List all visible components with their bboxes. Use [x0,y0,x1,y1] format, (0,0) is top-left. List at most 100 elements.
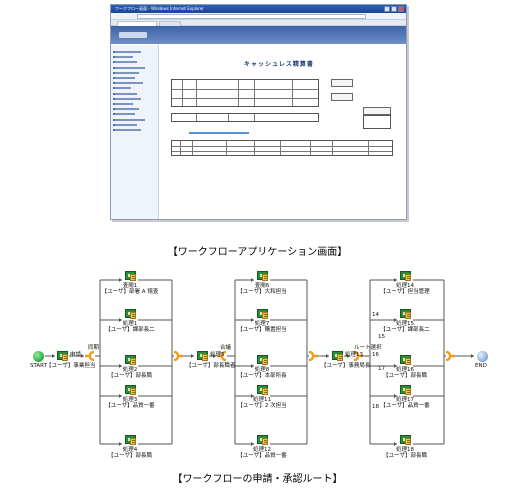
sidebar-item[interactable] [115,82,143,85]
sidebar-bullet [113,129,115,131]
block2-split-icon [217,350,227,362]
arrow-head [119,278,122,282]
sidebar-item[interactable] [115,87,131,90]
arrow-head [251,318,254,322]
form-title: キャッシュレス精算書 [244,61,314,68]
block2-node-mid2-role: 【ユーザ】本部所長 [237,373,287,379]
block2-node-mid3-title: 処理11 [253,397,271,403]
sidebar-item[interactable] [115,118,145,121]
block3-node-top-role: 【ユーザ】担当管理 [380,289,430,295]
document-icon [130,388,136,395]
document-icon [130,438,136,445]
sidebar-item[interactable] [115,61,137,64]
block1-node-mid2-role: 【ユーザ】部長職 [108,373,152,379]
sidebar-item[interactable] [115,129,141,131]
block1-node-mid1-icon[interactable] [125,309,136,320]
block3-node-mid3-role: 【ユーザ】品質一番 [380,403,430,409]
sidebar-bullet [113,92,115,95]
sidebar-item[interactable] [115,103,133,105]
end-icon[interactable] [477,351,488,362]
block3-node-top-icon[interactable] [400,271,411,282]
edge-number-15: 15 [378,334,385,340]
document-icon [405,274,411,281]
block1-node-after-title: 処理5 [210,352,225,358]
app-logo [119,32,147,38]
block3-node-mid2-role: 【ユーザ】部長職 [383,373,427,379]
caption-top: 【ワークフローアプリケーション画面】 [167,247,348,258]
document-icon [405,312,411,319]
block1-node-mid1-title: 処理1 [122,321,138,327]
arrow-head [119,318,122,322]
document-icon [405,358,411,365]
document-icon [262,358,268,365]
block1-node-mid3-icon[interactable] [125,385,136,396]
sidebar-bullet [113,61,115,64]
sidebar-bullet [113,97,115,100]
window-controls [384,6,404,12]
document-icon [262,274,268,281]
browser-tabs [111,20,406,26]
sidebar-item[interactable] [115,66,145,69]
block1-join-label: 同期 [88,345,100,351]
block1-node-top-icon[interactable] [125,271,136,282]
block3-node-mid2-icon[interactable] [400,355,411,366]
close-icon [398,6,404,12]
form-button-1[interactable] [331,79,353,87]
block2-node-bottom-icon[interactable] [257,435,268,446]
sidebar-item[interactable] [115,56,133,59]
block1-merge-icon [173,350,183,362]
block3-node-mid1-icon[interactable] [400,309,411,320]
form-button-3[interactable] [363,107,391,115]
arrow-head [394,318,397,322]
start-label: START [30,363,47,369]
block2-node-after-icon[interactable] [332,351,343,362]
edge-number-14: 14 [372,312,379,318]
node-apply-icon[interactable] [57,351,68,362]
sidebar-item[interactable] [115,71,139,74]
document-icon [130,274,136,281]
block2-node-top-icon[interactable] [257,271,268,282]
block1-node-bottom-title: 処理4 [122,447,138,453]
block3-node-bottom-icon[interactable] [400,435,411,446]
caption-bottom: 【ワークフローの申請・承認ルート】 [172,474,343,485]
arrow-head [394,278,397,282]
block2-node-mid2-icon[interactable] [257,355,268,366]
arrow-head [394,394,397,398]
sidebar-item[interactable] [115,77,135,79]
arrow-head [119,364,122,368]
block3-join-label: ルート選択 [354,345,382,351]
sidebar-item[interactable] [115,113,135,116]
sidebar-bullet [113,118,115,121]
block3-node-top-title: 処理14 [396,283,414,289]
block2-node-mid3-icon[interactable] [257,385,268,396]
sidebar-item[interactable] [115,108,139,111]
block3-node-mid1-title: 処理15 [396,321,414,327]
sidebar-item[interactable] [115,51,141,53]
arrow-head [394,364,397,368]
sidebar-item[interactable] [115,92,137,95]
arrow-head [251,364,254,368]
sidebar-bullet [113,108,115,111]
start-icon[interactable] [33,351,44,362]
sidebar-item[interactable] [115,97,141,100]
block1-node-bottom-icon[interactable] [125,435,136,446]
block1-node-top-title: 査閲1 [122,283,138,289]
app-screenshot: ワークフロー画面 - Windows Internet Explorer キャッ… [110,4,407,220]
arrow-head [326,354,329,358]
form-table-upper [171,79,319,107]
block1-node-after-icon[interactable] [197,351,208,362]
app-body: キャッシュレス精算書 [111,45,406,219]
block3-merge-icon [445,350,455,362]
sidebar-item[interactable] [115,123,137,126]
block1-node-mid2-icon[interactable] [125,355,136,366]
node-apply-role: 【ユーザ】事業担当 [46,363,96,369]
form-button-2[interactable] [331,93,353,101]
block2-node-after-role: 【ユーザ】事務局長 [321,363,371,369]
document-icon [130,312,136,319]
block2-node-mid1-icon[interactable] [257,309,268,320]
block3-node-mid3-icon[interactable] [400,385,411,396]
block3-node-mid2-title: 処理16 [396,367,414,373]
arrow-head [251,394,254,398]
sidebar-bullet [113,77,115,79]
